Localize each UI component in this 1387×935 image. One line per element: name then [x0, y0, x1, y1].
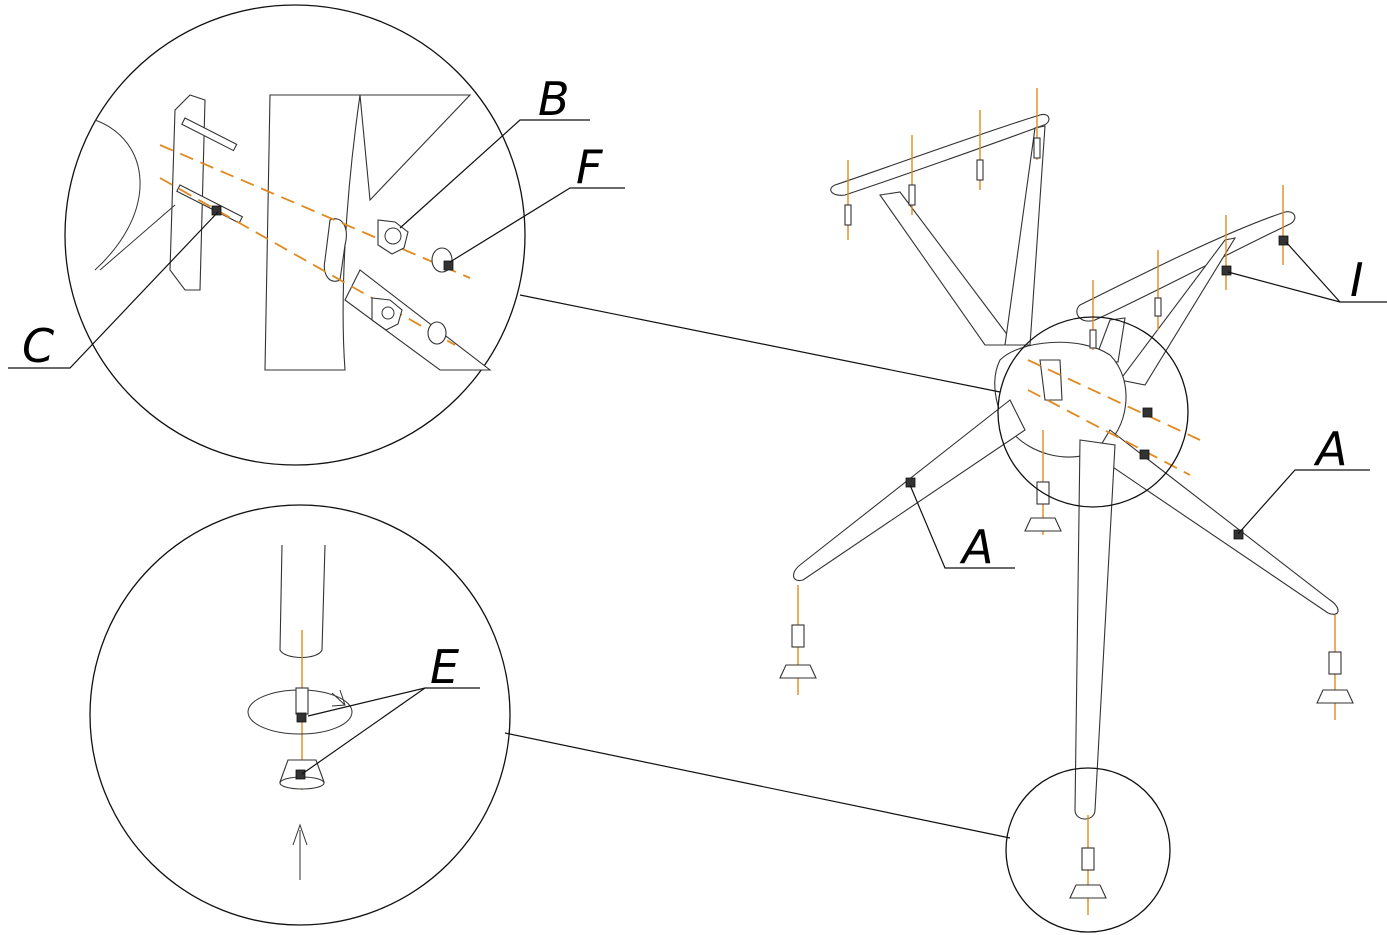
leg-right [1094, 429, 1339, 615]
detail-foot [89, 504, 511, 926]
upright-arm-left [879, 191, 1017, 346]
label-f: F [576, 140, 603, 194]
detail-connector [8, 4, 625, 466]
foot-front [1069, 815, 1107, 915]
upright-arm-right-a [1119, 237, 1237, 386]
foot-left [779, 585, 817, 695]
detail-ring-foot [1005, 767, 1171, 933]
leg-front [1074, 439, 1116, 820]
foot-right [1316, 615, 1354, 720]
callout-line-connector [519, 294, 1001, 393]
label-a-left: A [959, 520, 993, 574]
detail-ring-hub [997, 316, 1189, 508]
table-base [779, 88, 1354, 915]
label-e: E [430, 640, 459, 694]
callout-line-foot [504, 732, 1011, 839]
label-b: B [538, 72, 570, 126]
upright-arm-center [1004, 125, 1046, 346]
top-rail-right [1076, 211, 1296, 322]
leg-left [793, 399, 1026, 582]
rail-bolts [844, 88, 1289, 350]
leg-back [1039, 359, 1063, 401]
top-rail-left [830, 113, 1050, 196]
label-i: I [1350, 253, 1364, 307]
label-c: C [22, 319, 54, 373]
label-a-right: A [1313, 422, 1347, 476]
